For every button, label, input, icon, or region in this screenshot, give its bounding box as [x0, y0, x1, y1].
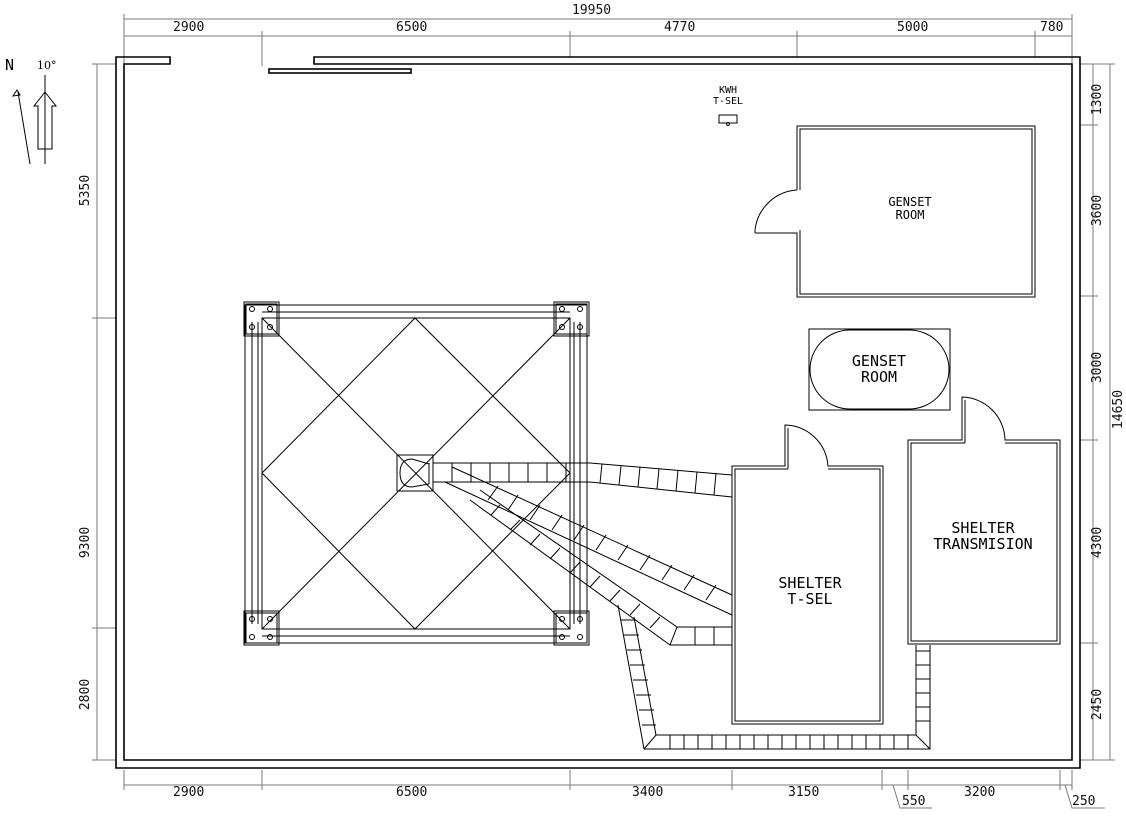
dimension-lines — [92, 14, 1115, 809]
genset-unit — [808, 328, 951, 411]
tower-leg-plate — [243, 610, 280, 646]
kwh-label: KWH T-SEL — [704, 85, 752, 107]
dim-bottom: 250 — [1072, 794, 1096, 809]
tower — [243, 301, 590, 646]
genset-unit-label-line1: GENSET — [851, 352, 907, 370]
north-angle: 10° — [37, 59, 57, 72]
cable-tray-upper — [433, 462, 733, 498]
genset-room — [754, 125, 1036, 298]
dim-right: 2450 — [1090, 688, 1106, 721]
dim-bottom: 550 — [902, 794, 926, 809]
dim-right: 1300 — [1090, 83, 1106, 116]
dim-right: 4300 — [1090, 526, 1106, 559]
dim-right-total: 14650 — [1111, 389, 1126, 430]
shelter-transmission-label-line2: TRANSMISION — [933, 534, 1033, 553]
dim-bottom: 3200 — [964, 785, 996, 800]
north-letter: N — [5, 56, 15, 74]
shelter-transmission — [907, 396, 1061, 645]
shelter-tsel-label-line2: T-SEL — [787, 589, 833, 608]
boundary-fence — [115, 56, 1081, 769]
shelter-tsel-label-line1: SHELTER — [778, 574, 842, 592]
tower-leg-plate — [553, 610, 590, 646]
shelter-transmission-label-line1: SHELTER — [951, 519, 1015, 537]
genset-unit-label: GENSET ROOM — [836, 352, 922, 386]
north-arrow-icon — [11, 75, 58, 165]
kwh-label-line2: T-SEL — [712, 95, 744, 107]
genset-room-label-line2: ROOM — [895, 207, 925, 222]
genset-room-label: GENSET ROOM — [868, 196, 952, 221]
cable-tray-middle — [444, 466, 733, 616]
shelter-transmission-label: SHELTER TRANSMISION — [920, 519, 1046, 553]
cable-tray-lower — [469, 489, 732, 646]
genset-room-label-line1: GENSET — [888, 195, 932, 209]
cable-tray-bottom — [617, 604, 931, 750]
dim-left: 9300 — [78, 526, 94, 559]
shelter-tsel-label: SHELTER T-SEL — [760, 574, 860, 608]
dim-top: 2900 — [173, 20, 205, 35]
kwh-label-line1: KWH — [718, 85, 738, 96]
dim-bottom: 3400 — [632, 785, 664, 800]
dim-top: 780 — [1040, 20, 1064, 35]
dim-right: 3000 — [1090, 351, 1106, 384]
dim-top-total: 19950 — [572, 3, 612, 18]
tower-leg-plate — [553, 301, 590, 337]
genset-unit-label-line2: ROOM — [860, 367, 898, 386]
shelter-tsel — [731, 424, 884, 725]
dim-bottom: 3150 — [788, 785, 820, 800]
dim-top: 6500 — [396, 20, 428, 35]
dim-right: 3600 — [1090, 194, 1106, 227]
kwh-meter-icon — [718, 114, 738, 126]
dim-bottom: 6500 — [396, 785, 428, 800]
dim-bottom: 2900 — [173, 785, 205, 800]
dim-left: 2800 — [78, 678, 94, 711]
dim-top: 4770 — [664, 20, 696, 35]
dim-left: 5350 — [78, 174, 94, 207]
tower-leg-plate — [243, 301, 280, 337]
dim-top: 5000 — [897, 20, 929, 35]
